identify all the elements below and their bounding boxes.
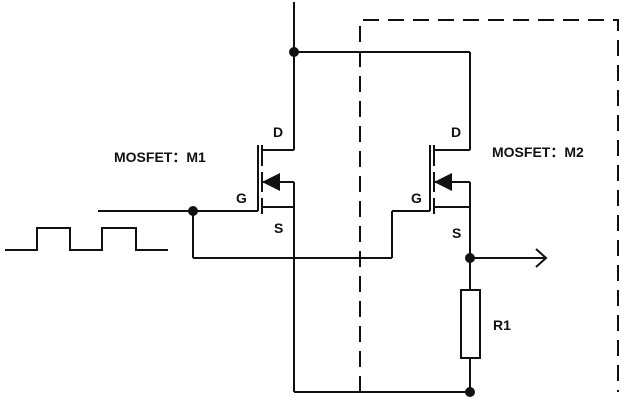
m1-label: MOSFET：M1 <box>114 149 206 165</box>
junction-dot-input <box>188 206 198 216</box>
junction-dot-top <box>289 47 299 57</box>
m1-source-label: S <box>274 220 283 236</box>
m2-arrow <box>434 173 452 191</box>
m2-source-label: S <box>452 225 461 241</box>
r1-label: R1 <box>493 317 511 333</box>
junction-dot-bottom <box>465 387 475 397</box>
square-wave-signal <box>5 227 168 251</box>
m1-drain-label: D <box>273 124 283 140</box>
m1-gate-label: G <box>236 190 247 206</box>
output-arrow <box>470 248 548 268</box>
resistor-r1 <box>460 289 481 359</box>
supply-rail <box>293 2 471 118</box>
dashed-enclosure <box>359 19 619 392</box>
m2-gate-label: G <box>411 190 422 206</box>
mosfet-m2 <box>429 118 471 290</box>
m2-label: MOSFET：M2 <box>492 144 584 160</box>
m1-arrow <box>262 173 280 191</box>
m2-drain-label: D <box>451 124 461 140</box>
input-wire <box>98 210 430 259</box>
mosfet-m1 <box>257 118 295 392</box>
